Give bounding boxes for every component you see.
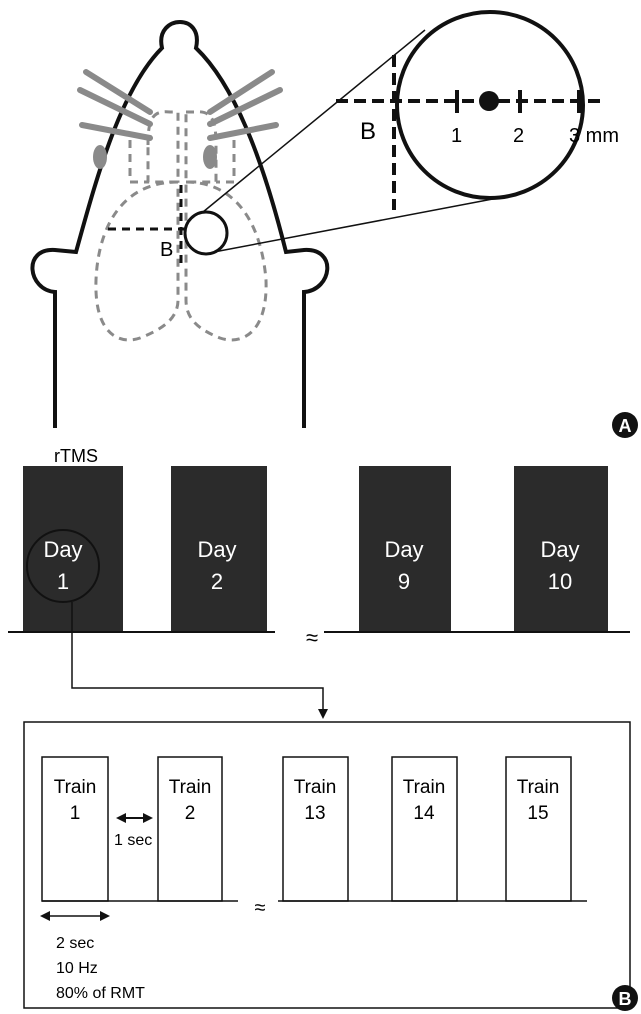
train-2-label: Train (169, 777, 212, 798)
train-15-label: Train (517, 777, 560, 798)
scale-label-1: 1 (451, 125, 462, 147)
train-14-label: Train (403, 777, 446, 798)
stimulation-site-circle (185, 212, 227, 254)
panel-b: rTMS Day 1 Day 2 Day 9 Day 10 ≈ Train 1 … (8, 446, 638, 1011)
day-9-number: 9 (398, 569, 410, 594)
param-intensity: 80% of RMT (56, 985, 145, 1002)
day-10-number: 10 (548, 569, 572, 594)
train-1-label: Train (54, 777, 97, 798)
train-15-number: 15 (527, 803, 548, 824)
magnified-bregma-label: B (360, 118, 376, 145)
day-10-label: Day (540, 537, 579, 562)
brain-outline (96, 112, 266, 340)
day-1-label: Day (43, 537, 82, 562)
scale-label-3mm: 3 mm (569, 125, 619, 147)
day-9-label: Day (384, 537, 423, 562)
train-14-number: 14 (413, 803, 435, 824)
stimulation-point (479, 91, 499, 111)
rtms-title: rTMS (54, 446, 98, 466)
param-duration: 2 sec (56, 935, 94, 952)
whiskers (80, 72, 280, 138)
panel-b-badge-label: B (619, 989, 632, 1009)
day-2-label: Day (197, 537, 236, 562)
day-2-number: 2 (211, 569, 223, 594)
rat-head-outline (32, 22, 327, 428)
zoom-line-bottom (214, 198, 498, 252)
train-13-label: Train (294, 777, 337, 798)
bregma-label: B (160, 239, 173, 261)
train-2-number: 2 (185, 803, 196, 824)
day-break-symbol: ≈ (306, 625, 318, 650)
panel-a: B B 1 2 3 mm A (32, 12, 638, 438)
day-1-number: 1 (57, 569, 69, 594)
interval-label: 1 sec (114, 832, 152, 849)
zoom-line-top (203, 30, 425, 212)
param-frequency: 10 Hz (56, 960, 98, 977)
train-13-number: 13 (304, 803, 325, 824)
scale-label-2: 2 (513, 125, 524, 147)
left-eye (93, 145, 107, 169)
train-1-number: 1 (70, 803, 81, 824)
panel-a-badge-label: A (619, 416, 632, 436)
train-break-symbol: ≈ (255, 897, 266, 919)
